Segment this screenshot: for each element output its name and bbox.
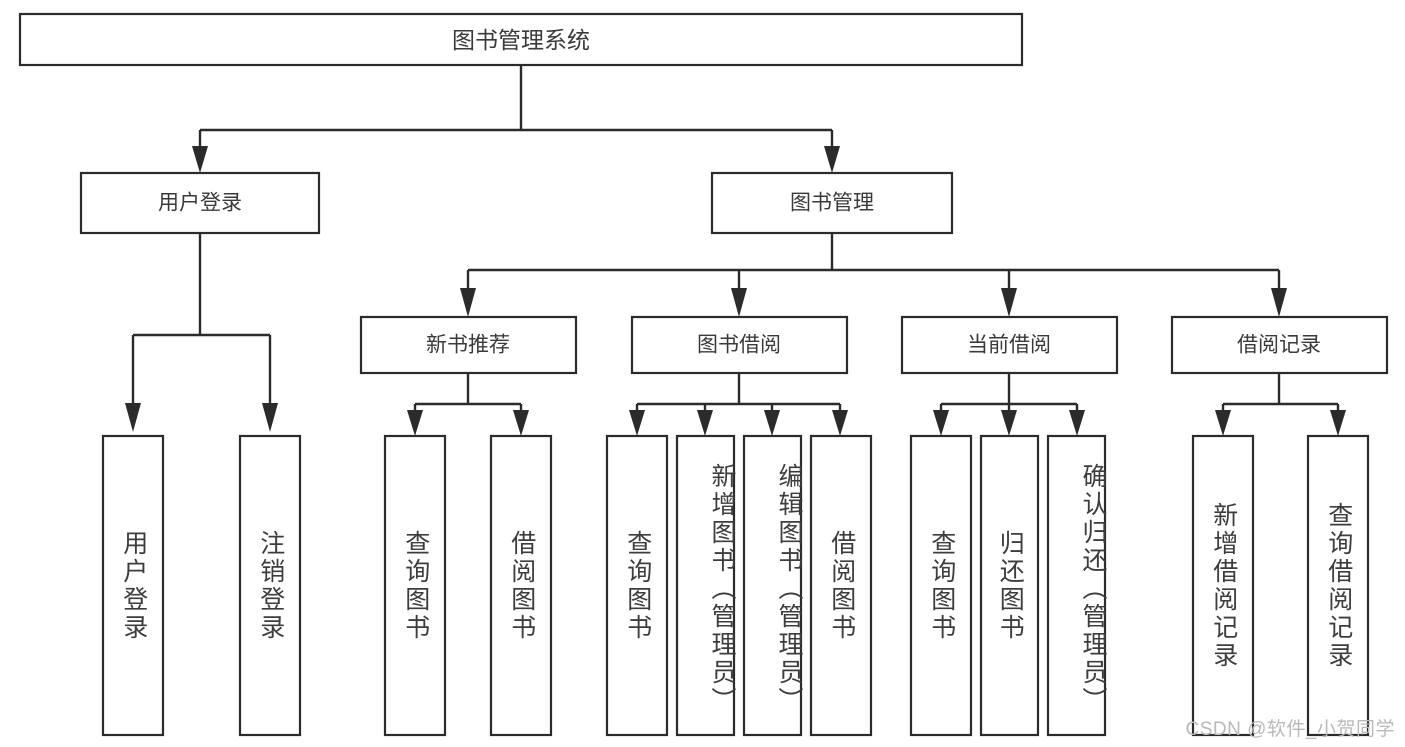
node-new-book-recommend-label: 新书推荐 xyxy=(426,334,510,357)
arrow-to-current-borrow xyxy=(1001,288,1017,317)
arrow-root-to-user-login xyxy=(192,146,208,173)
arrow-to-leaf-add-book-admin xyxy=(697,410,713,436)
node-leaf-add-borrow-record[interactable] xyxy=(1191,434,1255,737)
node-current-borrow-label: 当前借阅 xyxy=(967,334,1051,357)
arrow-to-leaf-borrow-book-2 xyxy=(832,410,848,436)
arrow-to-leaf-edit-book-admin xyxy=(764,410,780,436)
node-leaf-user-login[interactable] xyxy=(101,434,165,737)
node-book-management[interactable] xyxy=(710,171,954,235)
node-layer: 图书管理系统 用户登录 图书管理 新书推荐 图书借阅 当前借阅 借阅记录 xyxy=(18,12,1389,737)
node-book-management-label: 图书管理 xyxy=(790,192,874,215)
connector-layer xyxy=(125,65,1346,436)
node-borrow-record-label: 借阅记录 xyxy=(1237,334,1321,357)
arrow-to-leaf-return-book xyxy=(1001,410,1017,436)
node-leaf-logout-login[interactable] xyxy=(238,434,302,737)
arrow-to-leaf-logout-login xyxy=(262,403,278,432)
node-book-borrow-label: 图书借阅 xyxy=(697,334,781,357)
arrow-to-leaf-query-borrow-record xyxy=(1330,410,1346,436)
node-leaf-add-book-admin[interactable] xyxy=(675,434,736,737)
node-borrow-record[interactable] xyxy=(1170,315,1389,375)
node-new-book-recommend[interactable] xyxy=(359,315,578,375)
node-current-borrow[interactable] xyxy=(900,315,1119,375)
node-user-login[interactable] xyxy=(79,171,321,235)
node-leaf-borrow-book-1[interactable] xyxy=(489,434,553,737)
node-leaf-query-book-3[interactable] xyxy=(909,434,973,737)
arrow-to-leaf-confirm-return-admin xyxy=(1069,410,1085,436)
node-leaf-edit-book-admin[interactable] xyxy=(742,434,803,737)
node-leaf-return-book[interactable] xyxy=(979,434,1040,737)
arrow-to-leaf-query-book-2 xyxy=(629,410,645,436)
arrow-to-leaf-query-book-3 xyxy=(933,410,949,436)
node-leaf-confirm-return-admin[interactable] xyxy=(1046,434,1107,737)
arrow-to-leaf-user-login xyxy=(125,403,141,432)
arrow-to-leaf-query-book-1 xyxy=(407,410,423,436)
node-leaf-query-book-1[interactable] xyxy=(383,434,447,737)
arrow-to-leaf-add-borrow-record xyxy=(1215,410,1231,436)
arrow-to-leaf-borrow-book-1 xyxy=(513,410,529,436)
node-leaf-borrow-book-2[interactable] xyxy=(809,434,873,737)
csdn-watermark: CSDN @软件_小贺同学 xyxy=(1185,719,1395,740)
node-book-borrow[interactable] xyxy=(630,315,849,375)
node-leaf-query-borrow-record[interactable] xyxy=(1306,434,1370,737)
arrow-to-borrow-record xyxy=(1271,288,1287,317)
arrow-to-new-book-recommend xyxy=(460,288,476,317)
node-root-book-management-system[interactable] xyxy=(18,12,1024,67)
arrow-to-book-borrow xyxy=(731,288,747,317)
node-leaf-query-book-2[interactable] xyxy=(605,434,669,737)
node-root-label: 图书管理系统 xyxy=(452,27,590,53)
arrow-root-to-book-management xyxy=(824,146,840,173)
node-user-login-label: 用户登录 xyxy=(158,192,242,215)
